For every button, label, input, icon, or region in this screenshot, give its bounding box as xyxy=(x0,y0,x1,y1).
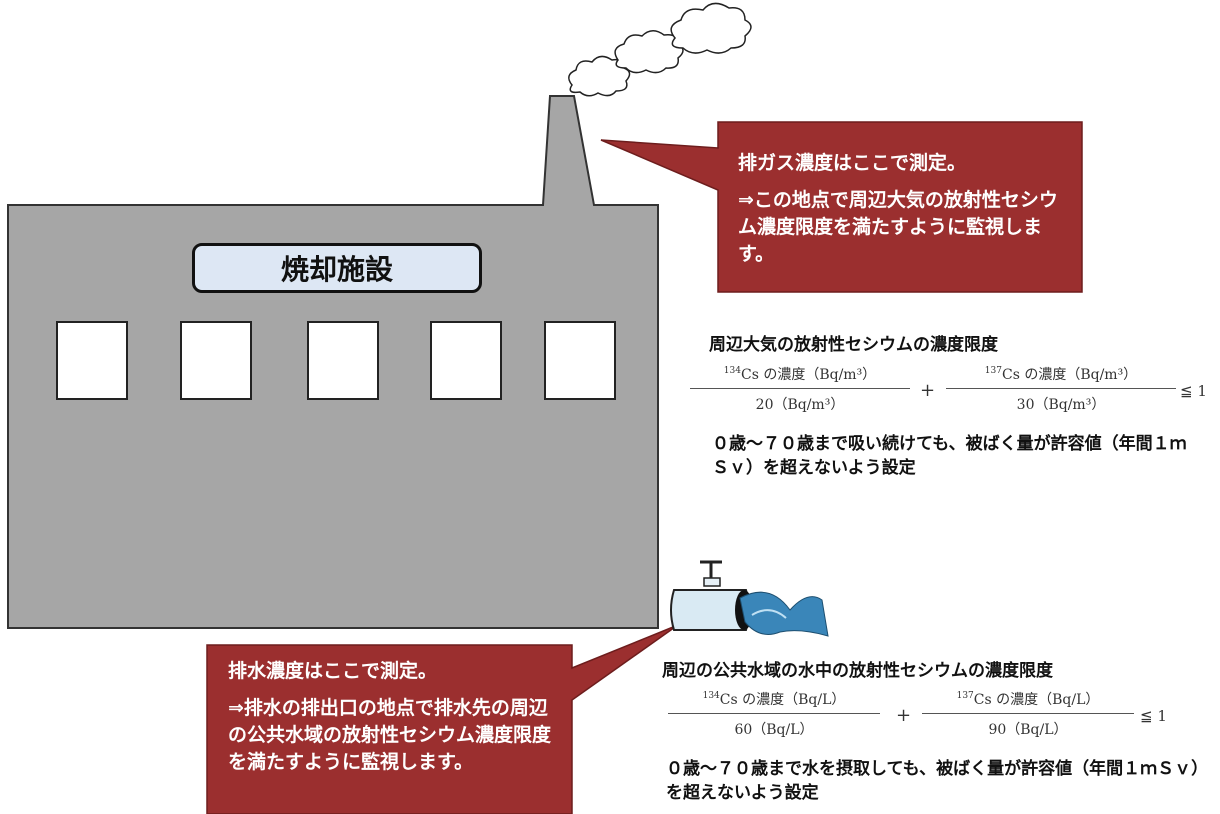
air-fraction-134: 134Cs の濃度（Bq/m³） 20（Bq/m³） xyxy=(690,364,910,414)
air-limit-description: ０歳～７０歳まで吸い続けても、被ばく量が許容値（年間１ｍＳｖ）を超えないよう設定 xyxy=(712,434,1187,478)
air-numerator-134: Cs の濃度（Bq/m³） xyxy=(740,367,877,383)
drain-pipe-icon xyxy=(670,560,829,637)
water-inequality: ≦ 1 xyxy=(1140,707,1167,725)
drain-callout-bubble xyxy=(206,624,679,814)
water-plus-sign: + xyxy=(896,705,912,726)
window xyxy=(307,321,379,400)
water-isotope-137: 137 xyxy=(956,691,974,701)
air-denominator-134: 20（Bq/m³） xyxy=(755,397,845,413)
exhaust-callout-title: 排ガス濃度はここで測定。 xyxy=(738,152,967,174)
water-fraction-137: 137Cs の濃度（Bq/L） 90（Bq/L） xyxy=(922,689,1134,739)
water-numerator-137: Cs の濃度（Bq/L） xyxy=(973,692,1100,708)
air-limit-formula: 134Cs の濃度（Bq/m³） 20（Bq/m³） + 137Cs の濃度（B… xyxy=(690,364,1210,424)
water-isotope-134: 134 xyxy=(702,691,720,701)
water-denominator-134: 60（Bq/L） xyxy=(734,722,814,738)
air-denominator-137: 30（Bq/m³） xyxy=(1016,397,1106,413)
drain-callout-title: 排水濃度はここで測定。 xyxy=(228,660,438,682)
facility-label: 焼却施設 xyxy=(192,243,482,293)
window xyxy=(180,321,252,400)
window xyxy=(56,321,128,400)
window xyxy=(430,321,502,400)
water-denominator-137: 90（Bq/L） xyxy=(988,722,1068,738)
water-fraction-134: 134Cs の濃度（Bq/L） 60（Bq/L） xyxy=(668,689,880,739)
window xyxy=(544,321,616,400)
air-isotope-137: 137 xyxy=(984,366,1002,376)
smoke-cloud-medium xyxy=(614,30,684,74)
smoke-clouds xyxy=(568,2,752,97)
water-limit-formula: 134Cs の濃度（Bq/L） 60（Bq/L） + 137Cs の濃度（Bq/… xyxy=(668,689,1208,749)
exhaust-callout-text: 排ガス濃度はここで測定。 ⇒この地点で周辺大気の放射性セシウム濃度限度を満たすよ… xyxy=(738,148,1068,268)
air-inequality: ≦ 1 xyxy=(1180,382,1207,400)
water-limit-title: 周辺の公共水域の水中の放射性セシウムの濃度限度 xyxy=(662,661,1053,681)
drain-callout-text: 排水濃度はここで測定。 ⇒排水の排出口の地点で排水先の周辺の公共水域の放射性セシ… xyxy=(228,656,558,776)
exhaust-callout-bubble xyxy=(600,121,1083,293)
exhaust-callout-body: ⇒この地点で周辺大気の放射性セシウム濃度限度を満たすように監視します。 xyxy=(738,189,1058,265)
air-fraction-137: 137Cs の濃度（Bq/m³） 30（Bq/m³） xyxy=(946,364,1176,414)
air-limit-title: 周辺大気の放射性セシウムの濃度限度 xyxy=(709,335,998,355)
air-numerator-137: Cs の濃度（Bq/m³） xyxy=(1001,367,1138,383)
building-windows xyxy=(56,321,616,400)
smoke-cloud-large xyxy=(670,2,752,54)
drain-callout-body: ⇒排水の排出口の地点で排水先の周辺の公共水域の放射性セシウム濃度限度を満たすよう… xyxy=(228,697,552,773)
air-plus-sign: + xyxy=(920,380,936,401)
water-numerator-134: Cs の濃度（Bq/L） xyxy=(719,692,846,708)
smoke-cloud-small xyxy=(568,55,631,97)
water-limit-description: ０歳～７０歳まで水を摂取しても、被ばく量が許容値（年間１ｍＳｖ）を超えないよう設… xyxy=(666,759,1200,803)
air-isotope-134: 134 xyxy=(723,366,741,376)
